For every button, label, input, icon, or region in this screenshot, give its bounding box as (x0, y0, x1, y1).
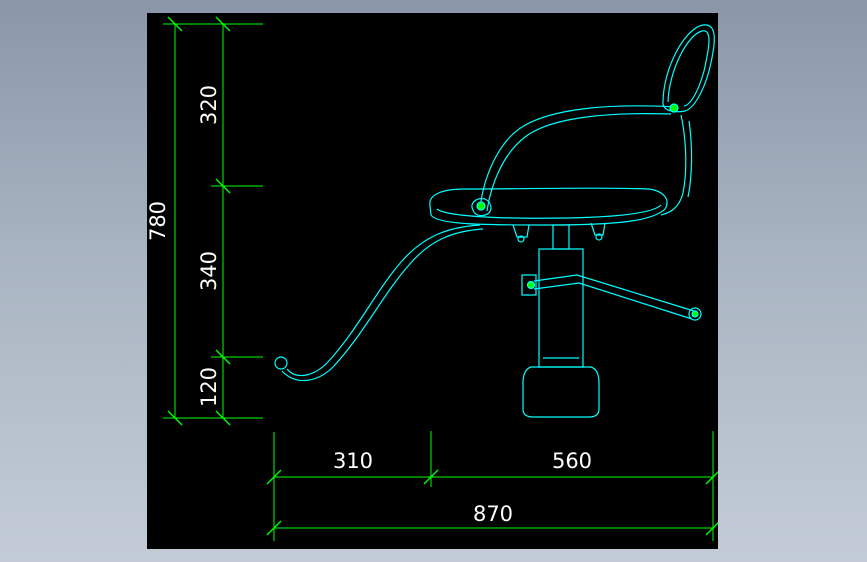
tick-mark (215, 178, 231, 194)
seat-bracket-bolt-right (595, 233, 603, 241)
tick-mark (215, 16, 231, 32)
seat-cushion-inner (436, 204, 662, 219)
tick-mark (167, 410, 183, 426)
rear-support (660, 114, 687, 216)
tick-mark (705, 522, 718, 536)
pedal-mount (521, 274, 537, 296)
pump-pedal-lever (533, 274, 695, 320)
dim-label-seat-depth: 560 (552, 449, 592, 473)
armrest (479, 105, 676, 210)
footrest-end-cap (274, 356, 288, 370)
tick-mark (705, 471, 718, 485)
pedal-pivot (526, 280, 536, 290)
backrest-inner (667, 30, 710, 107)
armrest-inner (486, 113, 672, 212)
tick-mark (215, 410, 231, 426)
cad-drawing-canvas: 780 320 340 120 310 560 870 (147, 13, 718, 549)
barber-chair (274, 24, 715, 418)
backrest (662, 24, 715, 113)
rear-support-inner (687, 120, 693, 198)
pedal-tip (688, 307, 702, 321)
armrest-end (471, 198, 492, 217)
tick-mark (423, 469, 439, 485)
dim-label-seat-height: 340 (197, 251, 221, 291)
seat-cushion (429, 187, 668, 226)
tick-mark (266, 520, 282, 536)
pedal-tip-center (691, 310, 699, 318)
vertical-dimensions: 780 320 340 120 (147, 16, 263, 426)
armrest-pivot (476, 201, 486, 211)
tick-mark (215, 349, 231, 365)
seat-bracket-bolt-left (517, 235, 525, 243)
seat-bracket-right (590, 222, 606, 236)
seat-bracket-left (512, 224, 530, 238)
tick-mark (167, 16, 183, 32)
dim-label-backrest-height: 320 (197, 85, 221, 125)
tick-mark (266, 469, 282, 485)
hydraulic-column (538, 248, 584, 368)
footrest-bar-inner (281, 228, 484, 382)
horizontal-dimensions: 310 560 870 (266, 431, 718, 541)
chair-elevation-drawing: 780 320 340 120 310 560 870 (147, 16, 718, 541)
dim-label-footrest-depth: 310 (333, 449, 373, 473)
backrest-pivot (669, 103, 679, 113)
dim-label-overall-width: 870 (473, 502, 513, 526)
column-collar (552, 224, 570, 250)
footrest-bar (286, 224, 481, 377)
dim-label-footrest-height: 120 (197, 367, 221, 407)
pump-base (522, 366, 600, 418)
dim-label-overall-height: 780 (147, 201, 170, 241)
